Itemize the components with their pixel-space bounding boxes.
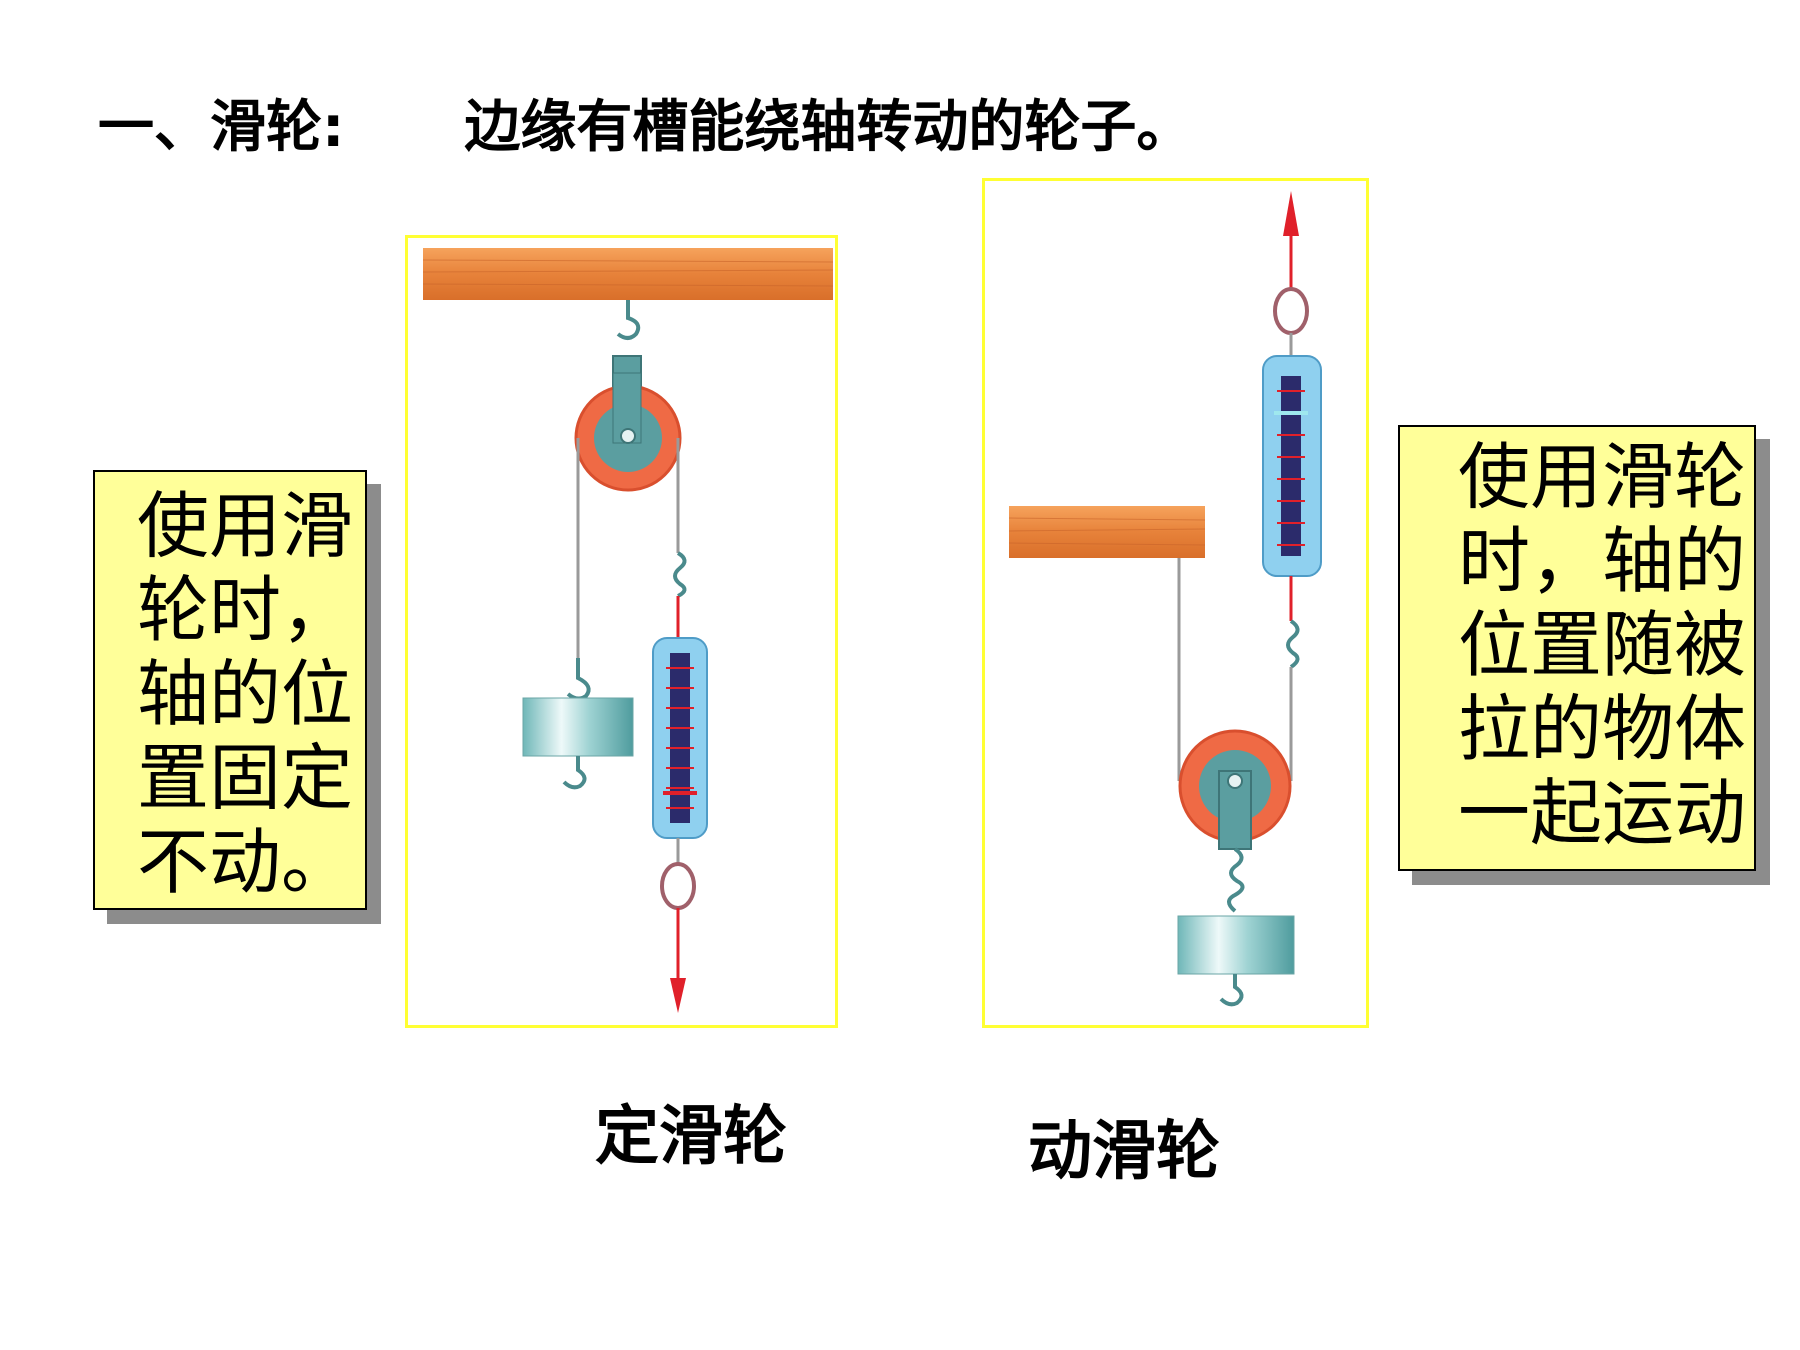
fixed-pulley-caption: 定滑轮 [595, 1100, 787, 1174]
note-line: 拉的物体 [1458, 687, 1747, 771]
note-line: 时，轴的 [1458, 519, 1747, 603]
hook-icon [616, 300, 641, 340]
weight-block [1177, 915, 1295, 975]
note-line: 置固定 [137, 736, 354, 820]
slide-title: 一、滑轮: 边缘有槽能绕轴转动的轮子。 [98, 82, 1192, 163]
support-beam [1009, 506, 1205, 558]
title-heading: 一、滑轮: [98, 95, 345, 160]
fixed-pulley-note: 使用滑 轮时， 轴的位 置固定 不动。 [93, 470, 367, 910]
movable-pulley-illustration [1008, 191, 1322, 1007]
movable-pulley-caption: 动滑轮 [1028, 1115, 1220, 1189]
scale-ring [1273, 287, 1309, 335]
note-line: 使用滑轮 [1458, 435, 1747, 519]
weight-block [522, 697, 634, 757]
fixed-pulley-diagram [405, 235, 838, 1028]
note-line: 轮时， [137, 568, 354, 652]
movable-pulley-diagram [982, 178, 1369, 1028]
note-line: 不动。 [137, 820, 354, 904]
fixed-pulley-illustration [422, 248, 834, 1013]
ceiling-beam [423, 248, 833, 300]
note-line: 一起运动 [1458, 771, 1747, 855]
title-definition: 边缘有槽能绕轴转动的轮子。 [464, 95, 1193, 160]
note-line: 轴的位 [137, 652, 354, 736]
note-line: 位置随被 [1458, 603, 1747, 687]
scale-ring [660, 862, 696, 910]
note-line: 使用滑 [137, 484, 354, 568]
movable-pulley-note: 使用滑轮 时，轴的 位置随被 拉的物体 一起运动 [1398, 425, 1756, 871]
